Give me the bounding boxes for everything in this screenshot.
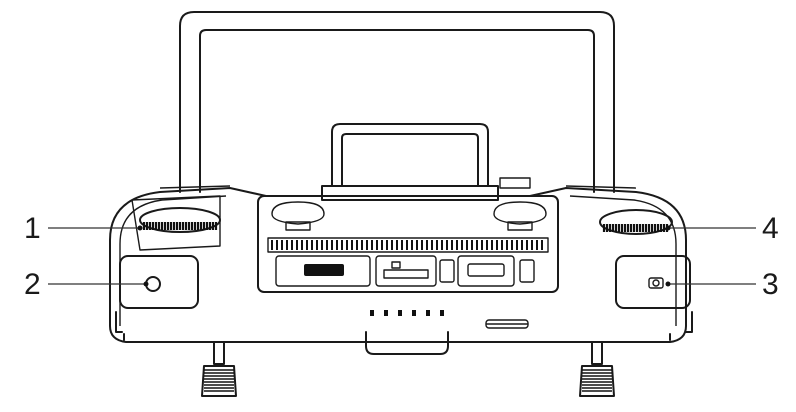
callout-4: 4 — [665, 212, 779, 245]
hdmi-port — [275, 255, 371, 287]
callout-2: 2 — [24, 268, 149, 301]
callout-number-3: 3 — [762, 268, 779, 301]
center-port-panel — [257, 195, 559, 293]
right-control-stick[interactable] — [579, 341, 615, 397]
screen-holder-bracket — [179, 11, 615, 193]
sd-card-slot — [375, 255, 437, 287]
callout-number-2: 2 — [24, 268, 41, 301]
callout-number-4: 4 — [762, 212, 779, 245]
left-dial[interactable] — [131, 195, 221, 251]
phone-clamp — [321, 123, 531, 201]
callout-number-1: 1 — [24, 212, 41, 245]
left-button[interactable] — [119, 255, 199, 309]
right-dial-ridges — [602, 224, 669, 232]
left-control-stick[interactable] — [201, 341, 237, 397]
usb-port — [457, 255, 515, 287]
status-leds — [370, 310, 444, 316]
callout-3: 3 — [665, 268, 779, 301]
speaker-grille — [271, 240, 543, 250]
right-button[interactable] — [615, 255, 691, 309]
left-dial-ridges — [142, 222, 218, 230]
bottom-features — [365, 310, 529, 355]
callout-1: 1 — [24, 212, 143, 245]
right-dial[interactable] — [599, 209, 673, 235]
